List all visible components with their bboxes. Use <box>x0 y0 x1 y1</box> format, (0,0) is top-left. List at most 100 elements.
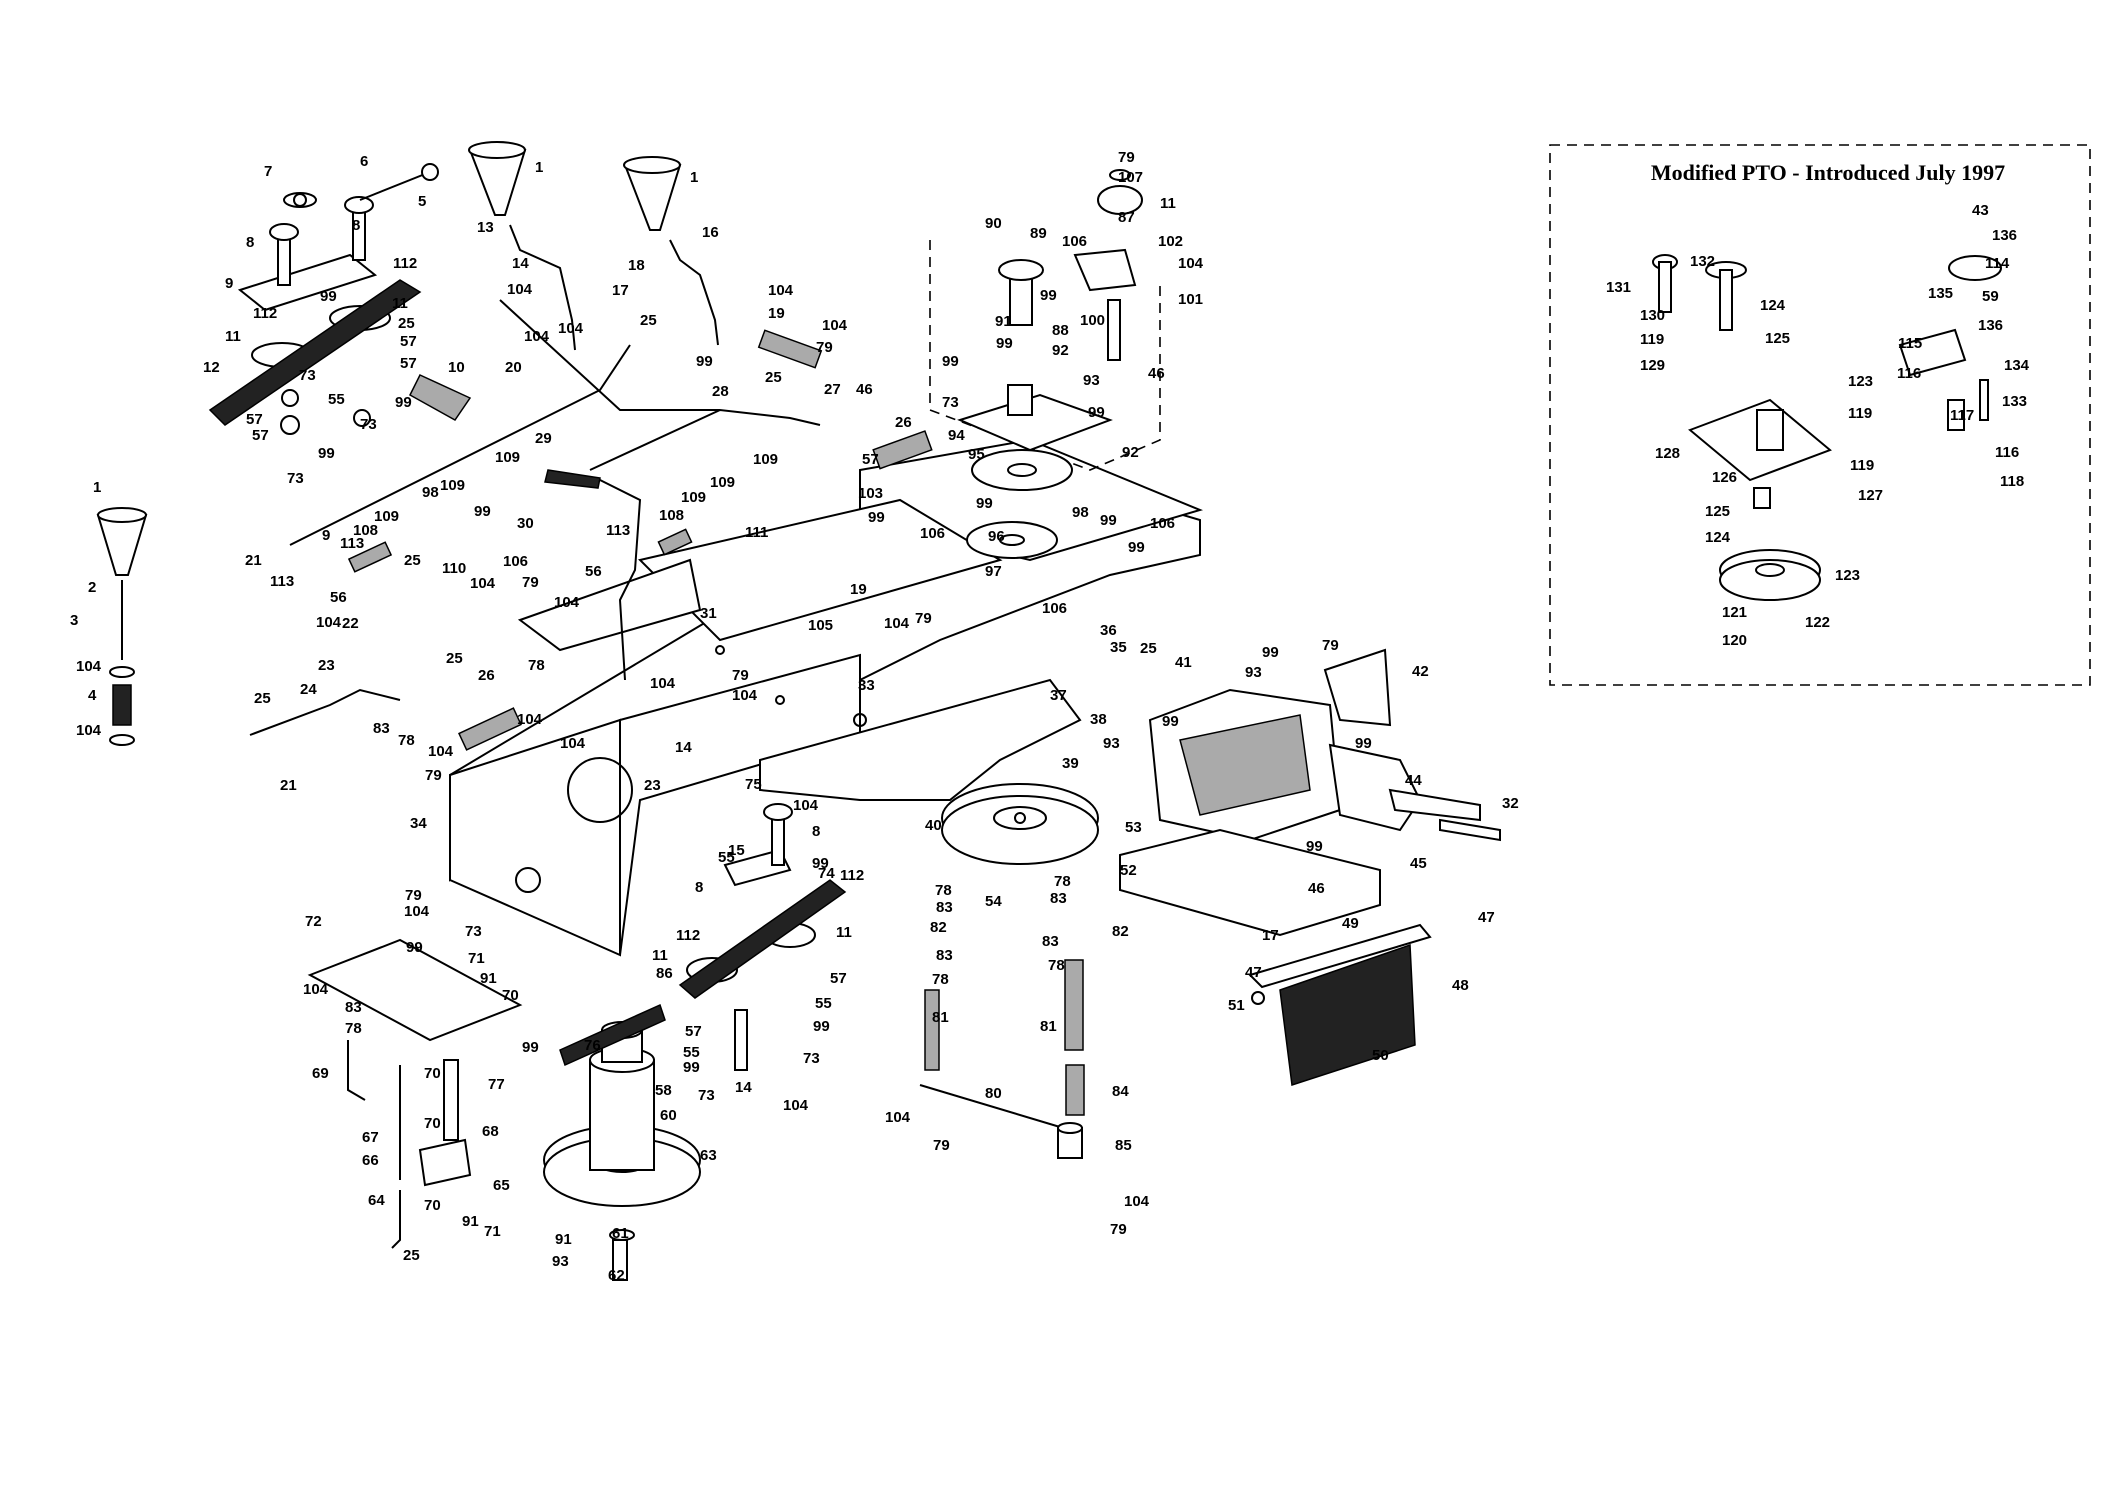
part-number-label: 109 <box>495 449 520 466</box>
part-number-label: 121 <box>1722 604 1747 621</box>
part-number-label: 102 <box>1158 233 1183 250</box>
gear-lever-left <box>468 141 576 351</box>
clutch-pulley <box>941 783 1099 865</box>
part-number-label: 93 <box>552 1253 569 1270</box>
part-number-label: 16 <box>702 224 719 241</box>
part-number-label: 14 <box>512 255 529 272</box>
part-number-label: 104 <box>303 981 329 998</box>
part-number-label: 15 <box>728 842 745 859</box>
part-number-label: 35 <box>1110 639 1127 656</box>
part-number-label: 125 <box>1705 503 1730 520</box>
part-number-label: 73 <box>803 1050 820 1067</box>
part-number-label: 25 <box>446 650 463 667</box>
part-number-label: 104 <box>560 735 586 752</box>
part-number-label: 99 <box>683 1059 700 1076</box>
deck-skirt-brush <box>1248 923 1432 1086</box>
part-number-label: 136 <box>1992 227 2017 244</box>
part-number-label: 73 <box>465 923 482 940</box>
part-number-label: 12 <box>203 359 220 376</box>
part-number-label: 104 <box>76 722 102 739</box>
part-number-label: 113 <box>340 535 364 552</box>
part-number-label: 79 <box>1110 1221 1127 1238</box>
part-number-label: 57 <box>685 1023 702 1040</box>
part-number-label: 110 <box>442 560 466 577</box>
part-number-label: 84 <box>1112 1083 1129 1100</box>
part-number-label: 94 <box>948 427 965 444</box>
part-number-label: 123 <box>1835 567 1860 584</box>
part-number-label: 9 <box>225 275 233 292</box>
part-number-label: 89 <box>1030 225 1047 242</box>
part-number-label: 82 <box>1112 923 1129 940</box>
part-number-label: 124 <box>1705 529 1731 546</box>
part-number-label: 90 <box>985 215 1002 232</box>
part-number-label: 73 <box>287 470 304 487</box>
part-number-label: 99 <box>942 353 959 370</box>
part-number-label: 93 <box>1245 664 1262 681</box>
part-number-label: 11 <box>652 947 668 964</box>
part-number-label: 40 <box>925 817 942 834</box>
part-number-label: 99 <box>976 495 993 512</box>
part-number-label: 124 <box>1760 297 1786 314</box>
part-number-label: 13 <box>477 219 494 236</box>
part-number-label: 53 <box>1125 819 1142 836</box>
part-number-label: 83 <box>1042 933 1059 950</box>
part-number-label: 91 <box>995 313 1012 330</box>
part-number-label: 85 <box>1115 1137 1132 1154</box>
part-number-label: 78 <box>398 732 415 749</box>
part-number-label: 106 <box>920 525 945 542</box>
part-number-label: 23 <box>644 777 661 794</box>
part-number-label: 87 <box>1118 209 1135 226</box>
part-number-label: 113 <box>270 573 294 590</box>
part-number-label: 111 <box>745 524 768 541</box>
part-number-label: 73 <box>942 394 959 411</box>
part-number-label: 80 <box>985 1085 1002 1102</box>
part-number-label: 99 <box>318 445 335 462</box>
part-number-label: 48 <box>1452 977 1469 994</box>
part-number-label: 5 <box>418 193 426 210</box>
part-number-label: 104 <box>884 615 910 632</box>
chassis-frame <box>449 438 1204 957</box>
part-number-label: 52 <box>1120 862 1137 879</box>
part-number-label: 78 <box>1048 957 1065 974</box>
part-number-label: 47 <box>1478 909 1495 926</box>
part-number-label: 68 <box>482 1123 499 1140</box>
part-number-label: 55 <box>815 995 832 1012</box>
part-number-label: 7 <box>264 163 272 180</box>
part-number-label: 106 <box>1042 600 1067 617</box>
center-lever <box>544 469 642 681</box>
part-number-label: 56 <box>330 589 347 606</box>
part-number-label: 55 <box>683 1044 700 1061</box>
part-number-label: 104 <box>650 675 676 692</box>
part-number-label: 118 <box>2000 473 2024 490</box>
part-number-label: 66 <box>362 1152 379 1169</box>
pedal-bracket-assembly <box>307 938 523 1249</box>
part-number-label: 99 <box>522 1039 539 1056</box>
part-number-label: 24 <box>300 681 317 698</box>
part-number-label: 23 <box>318 657 335 674</box>
part-number-label: 131 <box>1606 279 1631 296</box>
part-number-label: 47 <box>1245 964 1262 981</box>
part-number-label: 83 <box>1050 890 1067 907</box>
part-number-label: 25 <box>398 315 415 332</box>
part-number-label: 78 <box>932 971 949 988</box>
part-number-label: 135 <box>1928 285 1953 302</box>
part-number-label: 64 <box>368 1192 385 1209</box>
part-number-label: 78 <box>1054 873 1071 890</box>
part-number-label: 10 <box>448 359 465 376</box>
part-number-label: 55 <box>718 849 735 866</box>
part-number-label: 37 <box>1050 687 1067 704</box>
part-number-label: 60 <box>660 1107 677 1124</box>
part-number-label: 25 <box>404 552 421 569</box>
transaxle <box>1119 648 1501 937</box>
part-number-label: 62 <box>608 1267 625 1284</box>
part-number-label: 18 <box>628 257 645 274</box>
part-number-label: 25 <box>765 369 782 386</box>
part-number-label: 114 <box>1985 255 2010 272</box>
upper-left-idler-assembly <box>208 163 472 435</box>
deck-arm <box>517 498 1082 801</box>
part-number-label: 8 <box>812 823 820 840</box>
part-number-label: 69 <box>312 1065 329 1082</box>
part-number-label: 1 <box>690 169 698 186</box>
part-number-label: 70 <box>424 1115 441 1132</box>
inset-modified-pto: Modified PTO - Introduced July 1997 <box>1549 144 2091 686</box>
